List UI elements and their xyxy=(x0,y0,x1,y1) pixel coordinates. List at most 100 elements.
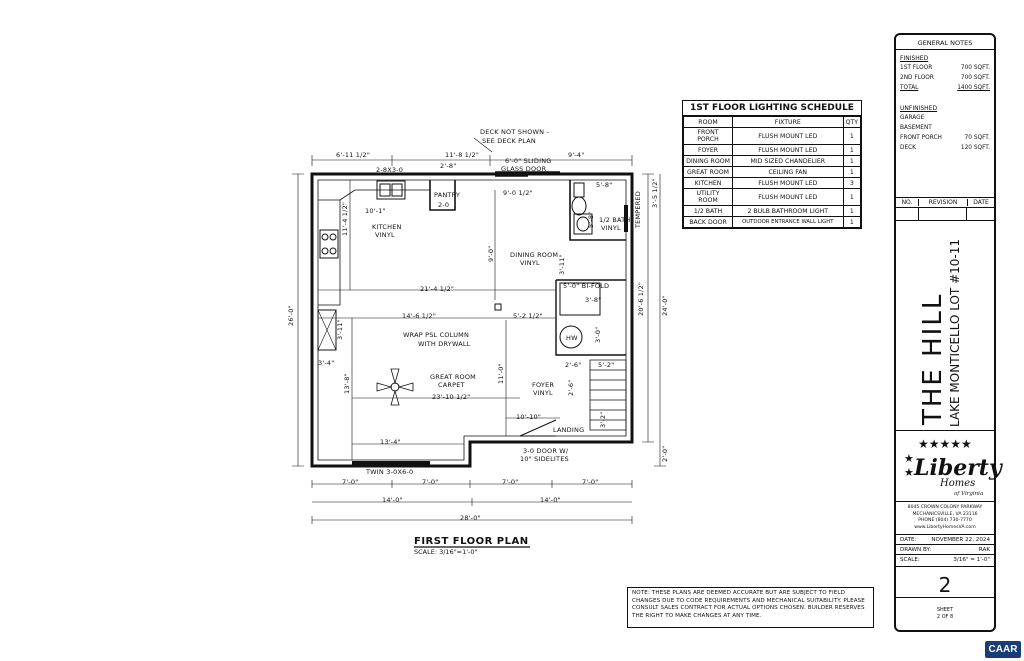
lighting-header-qty: QTY xyxy=(842,116,862,128)
dim-foyer-w: 10'-10" xyxy=(516,413,542,421)
row-value: 700 SQFT. xyxy=(960,65,990,71)
drawn-by-row: DRAWN BY:RAK xyxy=(896,545,994,554)
interior-wall-outline xyxy=(317,179,627,461)
pantry-label: PANTRY xyxy=(434,191,461,199)
utility-wall xyxy=(555,279,626,356)
dim-bot-f: 14'-0" xyxy=(540,496,561,504)
row-label: DECK xyxy=(900,145,916,151)
dim-bath-right: 3'-5 1/2" xyxy=(651,178,659,208)
qty-cell: 3 xyxy=(842,177,862,189)
exterior-wall xyxy=(310,172,634,468)
dim-bot-a: 7'-0" xyxy=(342,478,359,486)
dim-stair2: 2'-6" xyxy=(567,379,575,396)
dim-dining-w: 9'-0 1/2" xyxy=(503,189,533,197)
date-value: NOVEMBER 22, 2024 xyxy=(931,536,990,543)
kitchen-counter xyxy=(318,199,341,306)
logo-homes: Homes xyxy=(940,478,976,489)
date-label: DATE: xyxy=(900,536,917,543)
psl-column xyxy=(494,303,502,311)
dim-bath-side: 3'-11" xyxy=(558,254,566,275)
room-cell: DINING ROOM xyxy=(683,155,733,167)
entry-door-label-1: 3-0 DOOR W/ xyxy=(523,447,569,455)
kitchen-floor: VINYL xyxy=(375,231,395,239)
row-label: GARAGE xyxy=(900,115,925,121)
general-notes-title: GENERAL NOTES xyxy=(917,39,973,47)
row-label: TOTAL xyxy=(900,85,919,91)
sheet-of: 2 OF 8 xyxy=(936,614,954,620)
dim-overall-right2: 2'-0" xyxy=(661,445,669,462)
fixture-cell: FLUSH MOUNT LED xyxy=(732,177,844,189)
row-value: 120 SQFT. xyxy=(960,145,990,151)
fixture-cell: FLUSH MOUNT LED xyxy=(732,144,844,156)
project-lot: LAKE MONTICELLO LOT #10-11 xyxy=(948,238,962,427)
unfinished-row: GARAGE xyxy=(896,113,994,123)
qty-cell: 1 xyxy=(842,127,862,145)
address-website: www.LibertyHomesVA.com xyxy=(914,524,976,530)
row-value: 700 SQFT. xyxy=(960,75,990,81)
address-line: MECHANICSVILLE, VA 23116 xyxy=(912,511,978,517)
scale-row: SCALE: 3/16" = 1'-0" xyxy=(896,555,994,564)
fixture-cell: FLUSH MOUNT LED xyxy=(732,188,844,206)
entry-door xyxy=(519,419,557,437)
tempered-label: TEMPERED xyxy=(634,191,642,228)
qty-cell: 1 xyxy=(842,144,862,156)
room-cell: KITCHEN xyxy=(683,177,733,189)
scale-label: SCALE: xyxy=(900,556,920,563)
water-heater xyxy=(559,325,583,349)
deck-note-2: SEE DECK PLAN xyxy=(482,137,536,145)
toilet xyxy=(573,182,585,198)
dim-great-h1: 3'-11" xyxy=(336,319,344,340)
svg-text:★: ★ xyxy=(904,466,914,479)
dim-hw: 3'-0" xyxy=(594,326,602,343)
dim-top-right: 9'-4" xyxy=(568,151,585,159)
fixture-cell: 2 BULB BATHROOM LIGHT xyxy=(732,205,844,217)
bifold-closet xyxy=(559,282,601,316)
dim-right-mid: 20'-6 1/2" xyxy=(637,281,645,316)
dim-great-w: 21'-4 1/2" xyxy=(420,285,455,293)
foyer-label: FOYER xyxy=(532,381,555,389)
dim-overall-left: 26'-0" xyxy=(287,305,295,326)
plan-scale: SCALE: 3/16"=1'-0" xyxy=(414,548,478,556)
dim-top-left: 6'-11 1/2" xyxy=(336,151,371,159)
scale-value: 3/16" = 1'-0" xyxy=(953,556,990,563)
company-address: 8045 CROWN COLONY PARKWAY MECHANICSVILLE… xyxy=(896,505,994,531)
sliding-door xyxy=(495,171,560,177)
stair xyxy=(589,359,627,431)
lighting-schedule: 1ST FLOOR LIGHTING SCHEDULE ROOM FIXTURE… xyxy=(682,100,862,229)
row-label: 1ST FLOOR xyxy=(900,65,933,71)
range xyxy=(319,229,339,259)
address-line: 8045 CROWN COLONY PARKWAY xyxy=(907,505,983,510)
half-bath-floor: VINYL xyxy=(601,224,621,232)
rev-revision-header: REVISION xyxy=(919,199,968,206)
svg-text:★★★★★: ★★★★★ xyxy=(918,437,972,451)
dim-great-h3: 11'-0" xyxy=(497,363,505,384)
half-bath-label: 1/2 BATH xyxy=(599,216,631,224)
caar-badge: CAAR xyxy=(985,641,1021,658)
qty-cell: 1 xyxy=(842,188,862,206)
sliding-door-label-1: 6'-0" SLIDING xyxy=(505,157,552,165)
dim-overall-right1: 24'-0" xyxy=(661,295,669,316)
row-value: 1400 SQFT. xyxy=(957,85,990,91)
deck-note-1: DECK NOT SHOWN - xyxy=(480,128,550,136)
dim-great-w2: 23'-10 1/2" xyxy=(432,393,471,401)
dim-bot-b: 7'-0" xyxy=(422,478,439,486)
dim-bot-total: 28'-0" xyxy=(460,514,481,522)
rev-date-header: DATE xyxy=(973,199,989,206)
builder-note: NOTE: THESE PLANS ARE DEEMED ACCURATE BU… xyxy=(627,587,874,628)
sheet-label: SHEET xyxy=(936,607,954,613)
dim-bot-c: 7'-0" xyxy=(502,478,519,486)
address-phone: PHONE (804) 730-7770 xyxy=(918,518,972,523)
project-name: THE HILL xyxy=(918,292,948,425)
window-top-label: 2-8X3-0 xyxy=(376,166,404,174)
kitchen-label: KITCHEN xyxy=(372,223,402,231)
qty-cell: 1 xyxy=(842,155,862,167)
lighting-header-row: ROOM FIXTURE QTY xyxy=(683,116,862,128)
dim-left-small: 3'-4" xyxy=(318,359,335,367)
column-label-1: WRAP PSL COLUMN xyxy=(403,331,470,339)
